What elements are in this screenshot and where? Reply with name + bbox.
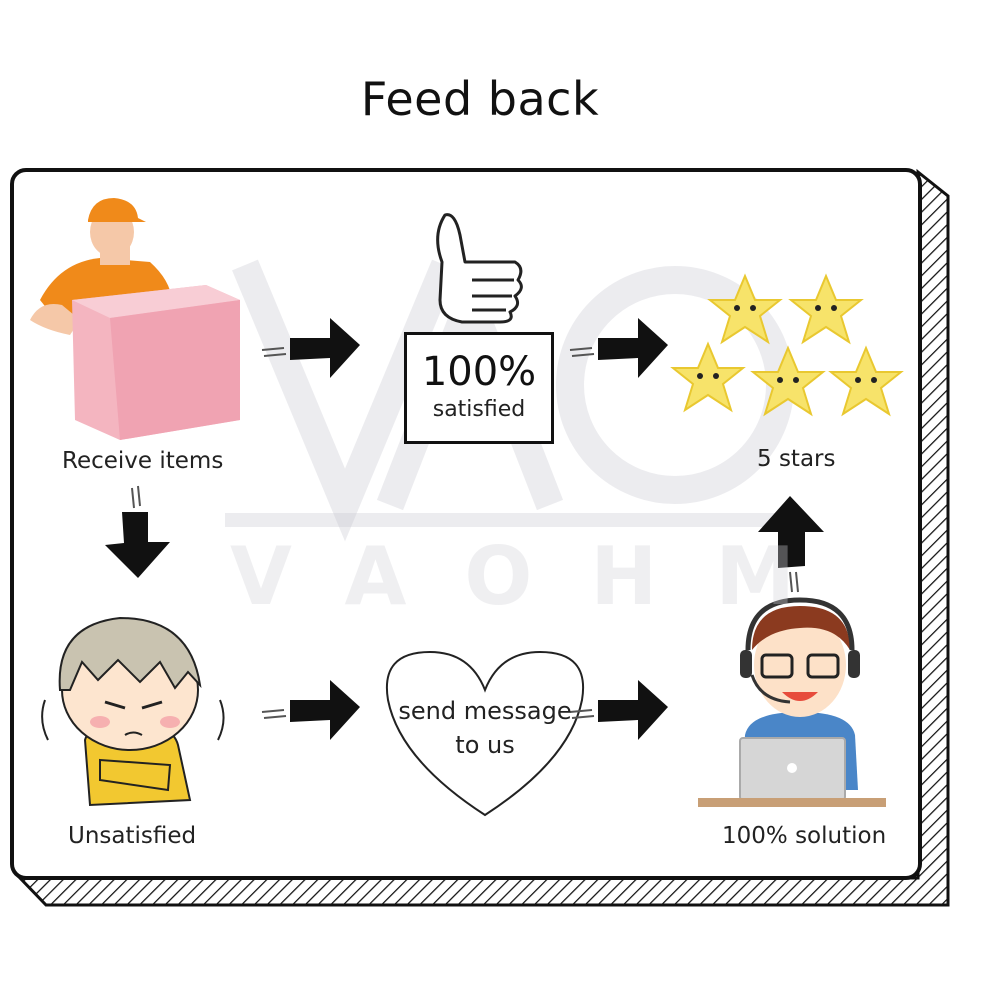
receive-items-label: Receive items (62, 448, 224, 474)
satisfied-percent: 100% (421, 349, 537, 395)
thumbs-up-icon (436, 213, 523, 324)
satisfied-label: satisfied (432, 397, 526, 422)
message-line-1: send message (398, 697, 572, 725)
arrow-right-3 (261, 680, 360, 740)
arrow-right-2 (569, 318, 668, 378)
page-title: Feed back (360, 72, 600, 126)
message-line-2: to us (455, 731, 515, 759)
support-agent-icon (698, 597, 886, 807)
heart-message: send message to us (385, 694, 585, 762)
unsatisfied-label: Unsatisfied (68, 823, 197, 849)
arrow-right-1 (261, 318, 360, 378)
satisfied-box: 100% satisfied (404, 332, 554, 444)
five-stars-icon (670, 273, 904, 417)
heart-shape (385, 650, 585, 817)
arrow-down-1 (105, 485, 170, 578)
solution-label: 100% solution (722, 823, 887, 849)
arrow-up-1 (758, 496, 824, 593)
unsatisfied-boy-icon (41, 616, 225, 807)
delivery-man-icon (30, 198, 240, 440)
five-stars-label: 5 stars (757, 446, 836, 472)
watermark-text: VAOHM (230, 530, 853, 623)
board-depth (16, 168, 950, 907)
arrow-right-4 (569, 680, 668, 740)
